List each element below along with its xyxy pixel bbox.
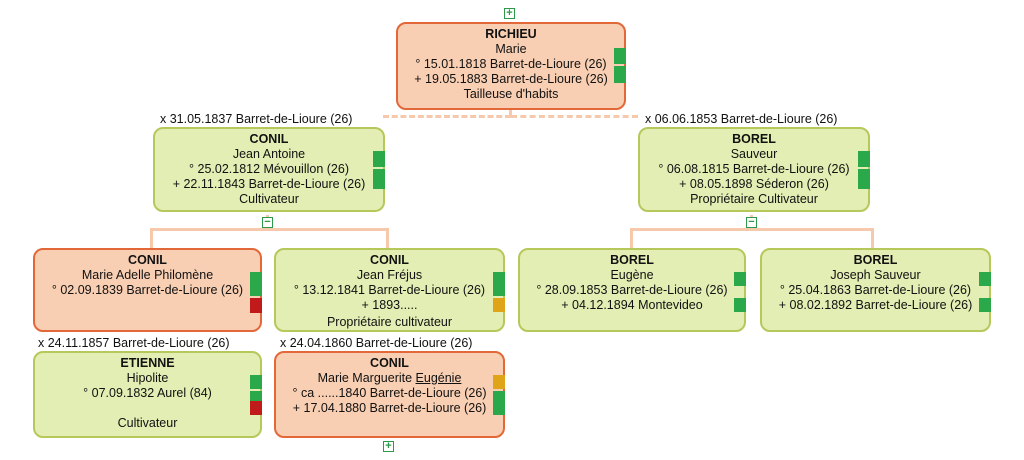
birth-info: ° 13.12.1841 Barret-de-Lioure (26): [293, 283, 486, 297]
family2-drop-right: [871, 228, 874, 248]
source-indicator-birth[interactable]: [493, 272, 505, 296]
given-name: Joseph Sauveur: [830, 268, 921, 282]
source-indicator-death[interactable]: [858, 169, 870, 189]
source-indicator-birth[interactable]: [250, 375, 262, 389]
source-indicator-birth[interactable]: [250, 272, 262, 296]
given-name: Eugène: [610, 268, 654, 282]
person-card-conil-jean-antoine[interactable]: CONIL Jean Antoine ° 25.02.1812 Mévouill…: [153, 127, 385, 212]
root-stem: [509, 108, 512, 116]
marriage-label-borel: x 06.06.1853 Barret-de-Lioure (26): [645, 112, 838, 126]
person-card-conil-marie-adelle[interactable]: CONIL Marie Adelle Philomène ° 02.09.183…: [33, 248, 262, 332]
source-indicator-birth[interactable]: [373, 151, 385, 167]
family1-drop-left: [150, 228, 153, 248]
spacer: [35, 401, 260, 416]
occupation: Cultivateur: [117, 416, 178, 430]
expand-ancestors-toggle[interactable]: +: [504, 8, 515, 19]
birth-info: ° 07.09.1832 Aurel (84): [83, 386, 212, 400]
person-card-conil-marie-marguerite[interactable]: CONIL Marie Marguerite Eugénie ° ca ....…: [274, 351, 505, 438]
person-card-borel-sauveur[interactable]: BOREL Sauveur ° 06.08.1815 Barret-de-Lio…: [638, 127, 870, 212]
person-card-borel-joseph-sauveur[interactable]: BOREL Joseph Sauveur ° 25.04.1863 Barret…: [760, 248, 991, 332]
given-name-prefix: Marie Marguerite: [317, 371, 416, 385]
given-name-usual: Eugénie: [415, 371, 462, 385]
source-indicator-death[interactable]: [373, 169, 385, 189]
person-card-borel-eugene[interactable]: BOREL Eugène ° 28.09.1853 Barret-de-Liou…: [518, 248, 746, 332]
source-indicator-death[interactable]: [493, 391, 505, 415]
surname: BOREL: [610, 253, 654, 267]
source-indicator-birth[interactable]: [979, 272, 991, 286]
collapse-family1-toggle[interactable]: −: [262, 217, 273, 228]
source-indicator-death[interactable]: [614, 66, 626, 83]
birth-info: ° 02.09.1839 Barret-de-Lioure (26): [51, 283, 244, 297]
birth-info: ° 15.01.1818 Barret-de-Lioure (26): [415, 57, 607, 71]
collapse-family2-toggle[interactable]: −: [746, 217, 757, 228]
source-indicator-marriage[interactable]: [250, 401, 262, 415]
birth-info: ° 28.09.1853 Barret-de-Lioure (26): [536, 283, 728, 297]
occupation: Propriétaire Cultivateur: [690, 192, 818, 206]
death-info: + 04.12.1894 Montevideo: [561, 298, 703, 312]
birth-info: ° 25.04.1863 Barret-de-Lioure (26): [779, 283, 972, 297]
death-info: + 17.04.1880 Barret-de-Lioure (26): [292, 401, 487, 415]
person-card-etienne-hipolite[interactable]: ETIENNE Hipolite ° 07.09.1832 Aurel (84)…: [33, 351, 262, 438]
marriage-line-left: [383, 115, 511, 118]
surname: BOREL: [732, 132, 776, 146]
person-card-conil-jean-frejus[interactable]: CONIL Jean Fréjus ° 13.12.1841 Barret-de…: [274, 248, 505, 332]
occupation: Tailleuse d'habits: [463, 87, 559, 101]
source-indicator-birth[interactable]: [734, 272, 746, 286]
source-indicator-marriage[interactable]: [250, 298, 262, 313]
given-name: Jean Fréjus: [356, 268, 423, 282]
source-indicator-death[interactable]: [979, 298, 991, 312]
death-info: + 22.11.1843 Barret-de-Lioure (26): [172, 177, 366, 191]
family2-drop-left: [630, 228, 633, 248]
source-indicator-death[interactable]: [734, 298, 746, 312]
source-indicator-birth[interactable]: [858, 151, 870, 167]
marriage-label-conil: x 31.05.1837 Barret-de-Lioure (26): [160, 112, 353, 126]
source-indicator-death[interactable]: [250, 391, 262, 401]
surname: BOREL: [853, 253, 898, 267]
source-indicator-birth[interactable]: [614, 48, 626, 64]
marriage-line-right: [511, 115, 638, 118]
death-info: + 19.05.1883 Barret-de-Lioure (26): [414, 72, 608, 86]
surname: CONIL: [128, 253, 167, 267]
surname: CONIL: [370, 253, 409, 267]
family1-drop-right: [386, 228, 389, 248]
source-indicator-birth[interactable]: [493, 375, 505, 389]
surname: CONIL: [249, 132, 289, 146]
person-card-richieu[interactable]: RICHIEU Marie ° 15.01.1818 Barret-de-Lio…: [396, 22, 626, 110]
given-name: Sauveur: [730, 147, 778, 161]
given-name: Marie Adelle Philomène: [81, 268, 214, 282]
family2-branch: [630, 228, 874, 231]
expand-descendants-toggle[interactable]: +: [383, 441, 394, 452]
surname: ETIENNE: [120, 356, 175, 370]
birth-info: ° 06.08.1815 Barret-de-Lioure (26): [658, 162, 850, 176]
source-indicator-death[interactable]: [493, 298, 505, 312]
surname: CONIL: [370, 356, 409, 370]
given-name: Hipolite: [126, 371, 169, 385]
family1-branch: [150, 228, 389, 231]
death-info: + 1893.....: [361, 298, 418, 312]
marriage-label-etienne: x 24.11.1857 Barret-de-Lioure (26): [38, 336, 230, 350]
given-name: Jean Antoine: [232, 147, 306, 161]
given-name: Marie Marguerite Eugénie: [276, 371, 503, 386]
death-info: + 08.05.1898 Séderon (26): [679, 177, 829, 191]
surname: RICHIEU: [485, 27, 537, 41]
birth-info: ° ca ......1840 Barret-de-Lioure (26): [292, 386, 487, 400]
birth-info: ° 25.02.1812 Mévouillon (26): [189, 162, 349, 176]
occupation: Propriétaire cultivateur: [326, 315, 453, 329]
marriage-label-conil-marie-marguerite: x 24.04.1860 Barret-de-Lioure (26): [280, 336, 473, 350]
occupation: Cultivateur: [239, 192, 299, 206]
given-name: Marie: [495, 42, 527, 56]
death-info: + 08.02.1892 Barret-de-Lioure (26): [778, 298, 973, 312]
